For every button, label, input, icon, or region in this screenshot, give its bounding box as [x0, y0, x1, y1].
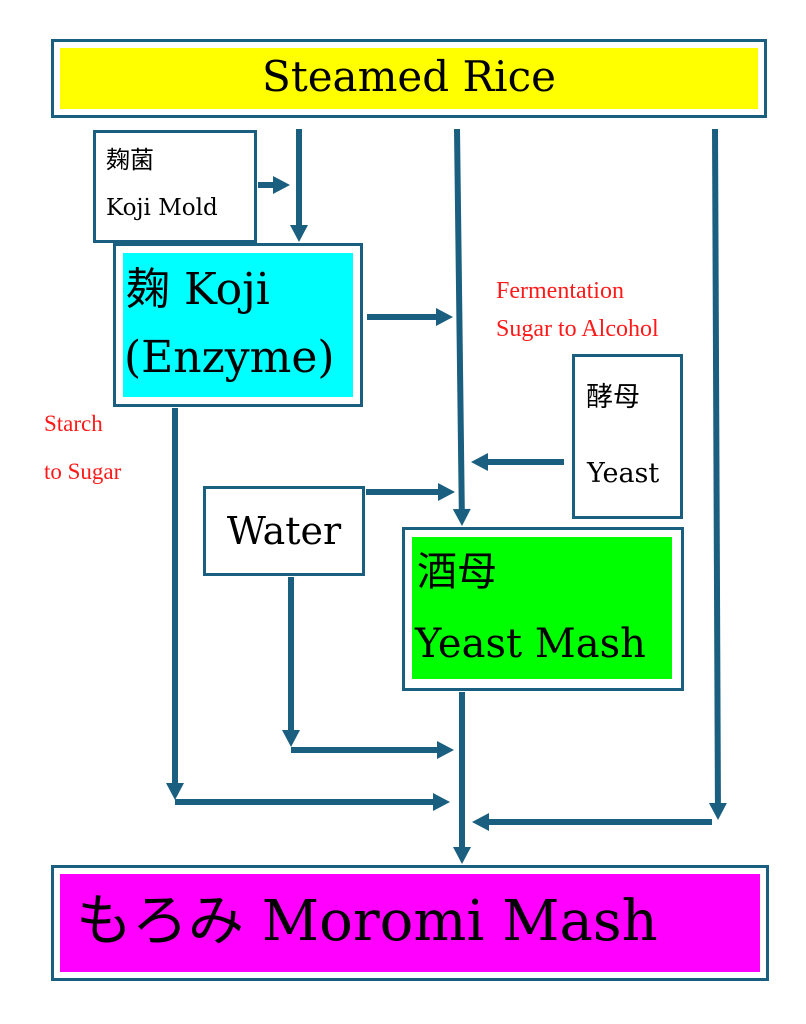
koji-down-arrow-head [166, 783, 184, 800]
koji-mold-label-jp: 麹菌 [106, 146, 154, 174]
koji-label-line1: 麹 Koji [126, 264, 270, 315]
koji-to-center-arrow-head [436, 308, 453, 326]
koji-mold-to-koji-arrow-head [273, 176, 290, 194]
steamed-rice-to-yeast-mash-arrow-head [452, 508, 471, 526]
steamed-rice-label: Steamed Rice [262, 52, 556, 101]
yeast-mash-label-en: Yeast Mash [415, 621, 646, 667]
moromi-label: もろみ Moromi Mash [76, 889, 658, 954]
yeast-mash-to-moromi-arrow-head [453, 847, 471, 864]
water-node: Water [203, 486, 365, 576]
starch-annotation-line1: Starch [44, 411, 103, 436]
water-to-center-arrow-head [438, 483, 455, 501]
yeast-label-en: Yeast [587, 458, 660, 489]
steamed-rice-fill [60, 48, 758, 109]
moromi-fill [60, 874, 760, 972]
koji-label-line2: (Enzyme) [124, 332, 335, 383]
koji-fill [123, 253, 353, 397]
fermentation-annotation-line2: Sugar to Alcohol [496, 316, 659, 342]
yeast-node: 酵母 Yeast [572, 354, 683, 519]
yeast-to-center-arrow-head [471, 453, 488, 471]
yeast-mash-label-jp: 酒母 [417, 549, 497, 595]
steamed-rice-right-down-arrow-line [712, 128, 721, 804]
koji-node: 麹 Koji (Enzyme) [113, 243, 363, 407]
moromi-node: もろみ Moromi Mash [51, 865, 769, 981]
steamed-rice-node: Steamed Rice [51, 39, 767, 118]
starch-annotation-line2: to Sugar [44, 459, 122, 484]
yeast-label-jp: 酵母 [586, 382, 640, 413]
water-down-arrow-head [282, 730, 300, 747]
fermentation-annotation-line1: Fermentation [496, 278, 624, 304]
yeast-mash-fill [412, 537, 672, 679]
steamed-rice-to-koji-arrow-head [290, 225, 308, 242]
koji-mold-node: 麹菌 Koji Mold [93, 130, 257, 243]
koji-to-moromi-arrow-head [433, 793, 450, 811]
water-to-moromi-arrow-head [437, 741, 454, 759]
water-label: Water [226, 509, 342, 553]
yeast-mash-node: 酒母 Yeast Mash [402, 527, 684, 691]
steamed-rice-to-yeast-mash-arrow-line [454, 128, 465, 510]
right-to-center-arrow-head [472, 813, 489, 831]
steamed-rice-right-down-arrow-head [708, 802, 727, 820]
koji-mold-label-en: Koji Mold [106, 195, 218, 221]
